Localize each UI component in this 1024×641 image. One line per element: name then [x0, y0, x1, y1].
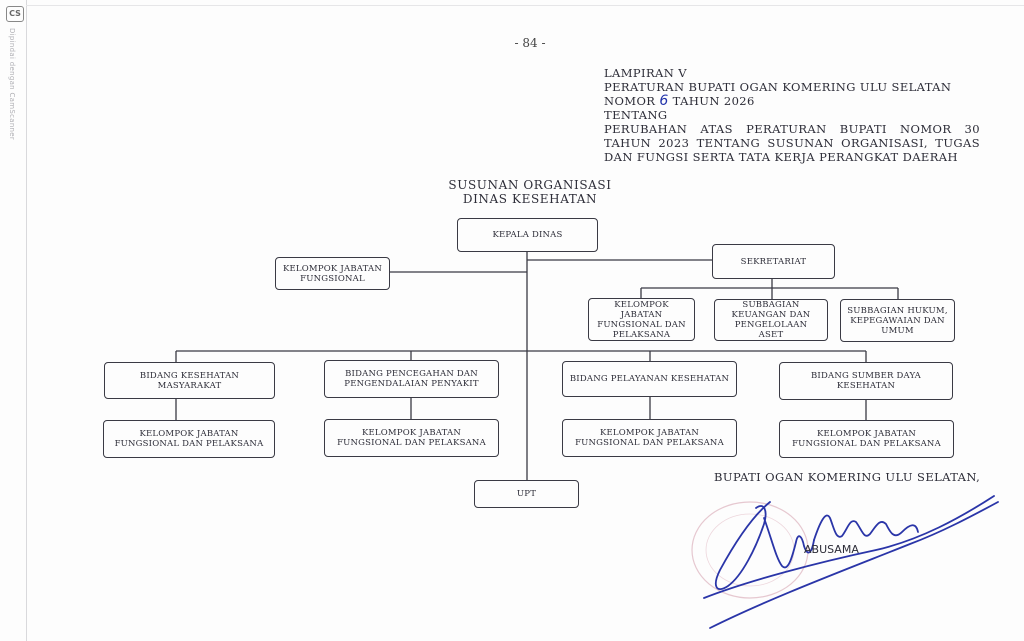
- header-peraturan: PERATURAN BUPATI OGAN KOMERING ULU SELAT…: [604, 80, 952, 94]
- box-bidang-sumber-daya: BIDANG SUMBER DAYA KESEHATAN: [779, 362, 953, 400]
- header-subject-line-2: TAHUN 2023 TENTANG SUSUNAN ORGANISASI, T…: [604, 136, 980, 150]
- header-nomor-suffix: TAHUN 2026: [672, 94, 755, 108]
- box-bidang-pelayanan: BIDANG PELAYANAN KESEHATAN: [562, 361, 737, 397]
- box-bidang-kesehatan-masyarakat: BIDANG KESEHATAN MASYARAKAT: [104, 362, 275, 399]
- box-kelompok-bidang-3: KELOMPOK JABATAN FUNGSIONAL DAN PELAKSAN…: [562, 419, 737, 457]
- signer-title: BUPATI OGAN KOMERING ULU SELATAN,: [714, 470, 981, 484]
- box-upt: UPT: [474, 480, 579, 508]
- box-bidang-pencegahan: BIDANG PENCEGAHAN DAN PENGENDALAIAN PENY…: [324, 360, 499, 398]
- org-chart-title: SUSUNAN ORGANISASI DINAS KESEHATAN: [430, 178, 630, 206]
- box-subbagian-hukum: SUBBAGIAN HUKUM, KEPEGAWAIAN DAN UMUM: [840, 299, 955, 342]
- sheet-left-edge: [26, 0, 27, 641]
- box-sekretariat-kelompok-jabatan: KELOMPOK JABATAN FUNGSIONAL DAN PELAKSAN…: [588, 298, 695, 341]
- header-subject-line-3: DAN FUNGSI SERTA TATA KERJA PERANGKAT DA…: [604, 150, 958, 164]
- box-kepala-dinas: KEPALA DINAS: [457, 218, 598, 252]
- signer-name: ABUSAMA: [804, 543, 859, 556]
- camscanner-logo: CS: [6, 6, 24, 22]
- header-nomor-prefix: NOMOR: [604, 94, 656, 108]
- header-nomor-value: 6: [659, 93, 669, 109]
- box-kelompok-jabatan-fungsional: KELOMPOK JABATAN FUNGSIONAL: [275, 257, 390, 290]
- camscanner-watermark: Dipindai dengan CamScanner: [8, 28, 16, 141]
- header-lampiran: LAMPIRAN V: [604, 66, 687, 80]
- page-number: - 84 -: [514, 36, 546, 50]
- sheet-top-edge: [26, 5, 1024, 6]
- org-chart-title-line-1: SUSUNAN ORGANISASI: [448, 178, 612, 192]
- box-sekretariat: SEKRETARIAT: [712, 244, 835, 279]
- box-kelompok-bidang-1: KELOMPOK JABATAN FUNGSIONAL DAN PELAKSAN…: [103, 420, 275, 458]
- box-subbagian-keuangan: SUBBAGIAN KEUANGAN DAN PENGELOLAAN ASET: [714, 299, 828, 341]
- header-tentang: TENTANG: [604, 108, 668, 122]
- box-kelompok-bidang-4: KELOMPOK JABATAN FUNGSIONAL DAN PELAKSAN…: [779, 420, 954, 458]
- document-header: LAMPIRAN V PERATURAN BUPATI OGAN KOMERIN…: [604, 66, 980, 164]
- box-kelompok-bidang-2: KELOMPOK JABATAN FUNGSIONAL DAN PELAKSAN…: [324, 419, 499, 457]
- org-chart-title-line-2: DINAS KESEHATAN: [462, 192, 598, 206]
- header-subject-line-1: PERUBAHAN ATAS PERATURAN BUPATI NOMOR 30: [604, 122, 980, 136]
- handwritten-signature-icon: [703, 495, 999, 629]
